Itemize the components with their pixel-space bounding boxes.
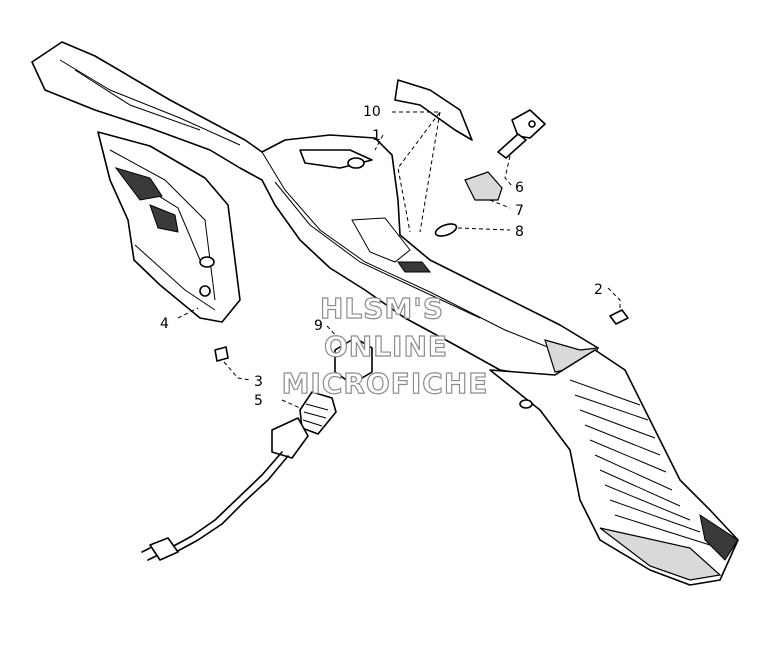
callout-10: 10: [363, 104, 381, 120]
part-9-grommet: [334, 337, 373, 385]
callout-2: 2: [594, 282, 603, 298]
watermark-line-2: ONLINE: [324, 330, 448, 363]
callout-labels: 1 2 3 4 5 6 7 8 9 10: [160, 104, 603, 409]
callout-9: 9: [314, 318, 323, 334]
part-10-clip: [394, 79, 473, 141]
right-vent-duct: [489, 349, 739, 586]
callout-4: 4: [160, 316, 169, 332]
part-7-cap: [464, 171, 503, 201]
left-fairing-panel: [97, 131, 241, 323]
part-5-socket-harness: [141, 391, 337, 561]
callout-7: 7: [515, 203, 524, 219]
part-3-screw: [214, 346, 229, 362]
callout-6: 6: [515, 180, 524, 196]
part-8-washer: [434, 223, 458, 237]
callout-1: 1: [372, 128, 381, 144]
watermark: HLSM'S ONLINE MICROFICHE: [281, 291, 489, 400]
leader-lines: [177, 111, 621, 409]
watermark-line-3: MICROFICHE: [282, 367, 489, 400]
part-2-screw: [609, 309, 629, 325]
part-6-key: [497, 109, 546, 159]
callout-3: 3: [254, 374, 263, 390]
callout-8: 8: [515, 224, 524, 240]
watermark-line-1: HLSM'S: [320, 292, 444, 325]
callout-5: 5: [254, 393, 263, 409]
